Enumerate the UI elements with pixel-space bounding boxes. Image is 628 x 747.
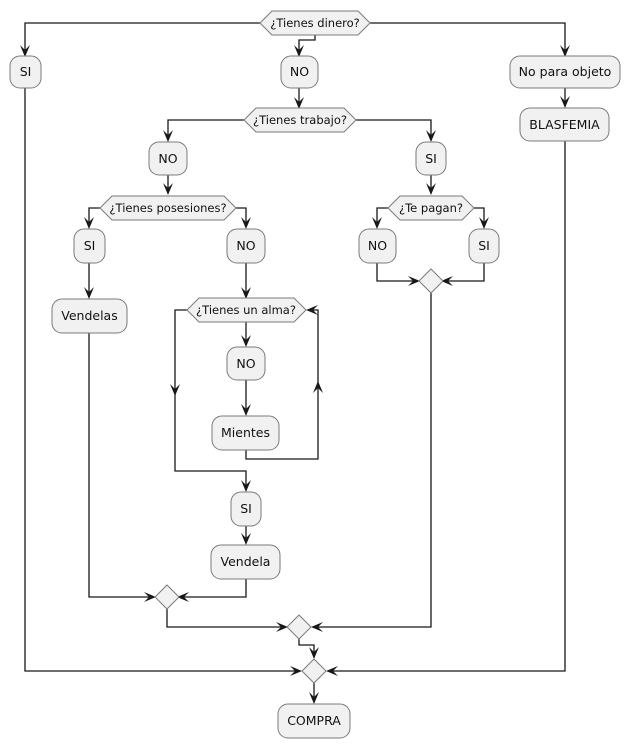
- action-label: No para objeto: [519, 64, 612, 79]
- edge-merge-trabajo-down: [298, 639, 315, 657]
- arrow-head: [426, 130, 436, 142]
- edge-dinero-otro: [370, 22, 566, 55]
- merge-trabajo: [286, 614, 312, 640]
- action-label: SI: [240, 501, 252, 516]
- action-alma-no: NO: [226, 346, 266, 381]
- action-label: SI: [425, 151, 437, 166]
- edge-merge-posesiones-down: [166, 609, 286, 628]
- action-vendela: Vendela: [210, 544, 281, 580]
- action-label: NO: [236, 356, 255, 371]
- arrow-head: [241, 217, 251, 229]
- arrow-head: [163, 130, 173, 142]
- edge-pagan-si-merge: [443, 263, 485, 282]
- edge-si-merge: [24, 88, 300, 672]
- arrow-head: [290, 666, 302, 676]
- action-label: SI: [20, 64, 32, 79]
- arrow-head: [408, 276, 420, 286]
- action-dinero-si: SI: [9, 55, 42, 89]
- action-trabajo-si: SI: [415, 141, 447, 176]
- decision-tienes-trabajo: ¿Tienes trabajo?: [243, 107, 357, 133]
- arrow-head: [241, 335, 251, 347]
- action-label: BLASFEMIA: [529, 117, 600, 132]
- decision-tienes-dinero: ¿Tienes dinero?: [259, 10, 371, 36]
- action-alma-si: SI: [230, 491, 262, 527]
- arrow-head: [241, 287, 251, 299]
- arrow-head: [276, 622, 288, 632]
- arrow-head: [306, 305, 318, 315]
- edge-pagan-no-merge: [376, 263, 418, 282]
- arrow-head: [441, 276, 453, 286]
- arrow-head: [479, 217, 489, 229]
- merge-pagan: [418, 268, 444, 294]
- edge-pagan-si: [474, 207, 485, 227]
- merge-dinero: [301, 658, 327, 684]
- arrow-head: [177, 592, 189, 602]
- action-label: NO: [158, 151, 177, 166]
- action-label: SI: [478, 238, 490, 253]
- action-compra: COMPRA: [277, 703, 351, 739]
- action-posesiones-si: SI: [73, 228, 106, 264]
- decision-label: ¿Tienes trabajo?: [253, 113, 347, 127]
- arrow-head: [20, 45, 30, 57]
- decision-label: ¿Te pagan?: [399, 201, 463, 215]
- arrow-head: [294, 97, 304, 109]
- edge-trabajo-no: [167, 119, 244, 140]
- arrow-head: [294, 45, 304, 57]
- edge-merge-pagan-down: [313, 293, 432, 628]
- action-pagan-no: NO: [358, 228, 397, 264]
- arrow-head: [84, 217, 94, 229]
- action-trabajo-no: NO: [148, 141, 188, 176]
- action-label: Vendela: [221, 554, 271, 569]
- edge-alma-exit: [174, 309, 247, 490]
- decision-tienes-un-alma: ¿Tienes un alma?: [186, 297, 307, 323]
- action-label: Vendelas: [61, 308, 117, 323]
- decision-label: ¿Tienes posesiones?: [109, 201, 226, 215]
- arrow-head: [372, 217, 382, 229]
- arrow-head: [84, 287, 94, 299]
- edges: [20, 22, 570, 704]
- action-pagan-si: SI: [468, 228, 500, 264]
- edge-vendelas-merge: [88, 333, 154, 598]
- arrow-head: [241, 533, 251, 545]
- arrow-head: [241, 404, 251, 416]
- decision-tienes-posesiones: ¿Tienes posesiones?: [99, 195, 237, 221]
- action-mientes: Mientes: [211, 415, 280, 451]
- edge-dinero-no: [298, 35, 316, 55]
- action-blasfemia: BLASFEMIA: [519, 107, 610, 142]
- action-no-para-objeto: No para objeto: [509, 55, 621, 89]
- decision-label: ¿Tienes dinero?: [270, 16, 360, 30]
- edge-posesiones-si: [88, 207, 100, 227]
- arrow-head: [426, 183, 436, 195]
- arrow-head: [163, 183, 173, 195]
- arrow-head: [309, 647, 319, 659]
- action-label: SI: [84, 238, 96, 253]
- action-label: NO: [236, 238, 255, 253]
- arrow-head: [313, 381, 323, 393]
- arrow-head: [170, 384, 180, 396]
- arrow-head: [309, 692, 319, 704]
- action-vendelas: Vendelas: [51, 298, 128, 334]
- edge-blasfemia-merge: [328, 141, 566, 672]
- arrow-head: [311, 622, 323, 632]
- action-posesiones-no: NO: [226, 228, 266, 264]
- edge-mientes-loop: [245, 309, 319, 460]
- edge-posesiones-no: [236, 207, 247, 227]
- arrow-head: [560, 45, 570, 57]
- arrow-head: [241, 480, 251, 492]
- action-label: COMPRA: [287, 713, 341, 728]
- arrow-head: [560, 96, 570, 108]
- action-label: NO: [368, 238, 387, 253]
- arrow-head: [144, 592, 156, 602]
- decision-te-pagan: ¿Te pagan?: [387, 195, 475, 221]
- decision-label: ¿Tienes un alma?: [196, 303, 296, 317]
- action-label: NO: [290, 64, 309, 79]
- action-dinero-no: NO: [280, 55, 319, 89]
- action-label: Mientes: [221, 425, 270, 440]
- merge-posesiones: [154, 584, 180, 610]
- edge-trabajo-si: [356, 119, 432, 140]
- edge-dinero-si: [24, 22, 260, 55]
- arrow-head: [326, 666, 338, 676]
- edge-pagan-no: [376, 207, 388, 227]
- edge-vendela-merge: [179, 579, 247, 598]
